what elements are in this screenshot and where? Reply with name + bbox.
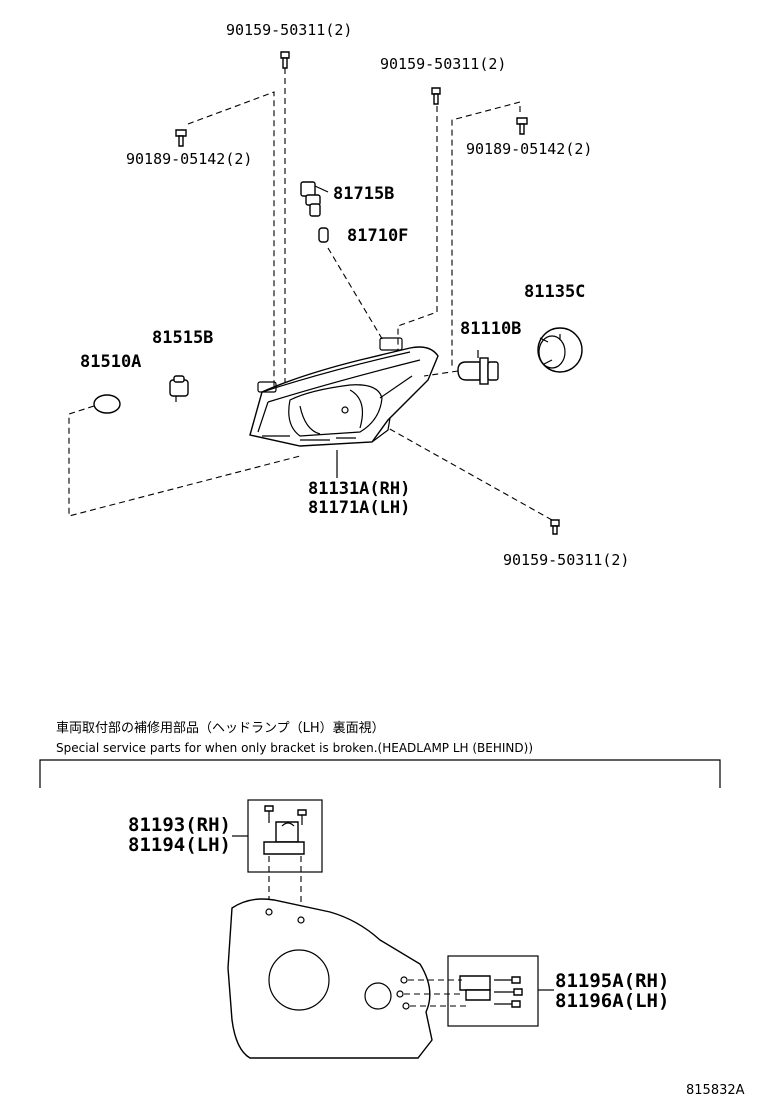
headlamp-back (227, 898, 433, 1059)
bulb-81510a (93, 394, 121, 414)
callout-bolt-top-left: 90159-50311(2) (226, 21, 353, 39)
leader-small-bulb (327, 247, 385, 343)
callout-bracket-side-rh: 81195A(RH) (555, 970, 670, 992)
side-bracket-box (447, 955, 539, 1027)
bolt-top-right (431, 87, 441, 105)
callout-headlamp-lh: 81171A(LH) (308, 498, 411, 518)
socket-81515b (169, 375, 189, 402)
screw-left (175, 129, 187, 147)
service-section-frame (39, 759, 721, 788)
side-bracket-part (459, 975, 523, 1008)
leader-bolt-top-right (397, 106, 438, 352)
callout-bulb-small: 81710F (347, 226, 409, 246)
screw-right (516, 117, 528, 135)
callout-bulb-main: 81110B (460, 319, 522, 339)
leader-side-bulb (68, 405, 301, 517)
bulb-81710f (318, 227, 329, 243)
leader-screw-right (451, 101, 521, 366)
bolt-bottom (550, 519, 560, 535)
leader-main-bulb (423, 370, 459, 377)
callout-bolt-bottom: 90159-50311(2) (503, 551, 630, 569)
cover-81135c (537, 327, 583, 373)
headlamp-assembly (249, 337, 439, 447)
callout-screw-left: 90189-05142(2) (126, 150, 253, 168)
figure-id: 815832A (686, 1083, 745, 1098)
callout-bulb-side: 81510A (80, 352, 142, 372)
callout-cover: 81135C (524, 282, 586, 302)
leader-screw-left (187, 91, 275, 388)
upper-bracket-part (263, 805, 307, 855)
callout-screw-right: 90189-05142(2) (466, 140, 593, 158)
callout-bracket-upper-rh: 81193(RH) (128, 814, 231, 836)
bulb-81110b (457, 350, 499, 385)
callout-bracket-upper-lh: 81194(LH) (128, 834, 231, 856)
leader-bolt-bottom (387, 427, 553, 521)
socket-81715b (300, 181, 329, 217)
callout-bracket-side-lh: 81196A(LH) (555, 990, 670, 1012)
callout-headlamp-rh: 81131A(RH) (308, 479, 411, 499)
service-title-jp: 車両取付部の補修用部品（ヘッドランプ（LH）裏面視） (56, 721, 385, 736)
callout-socket: 81715B (333, 184, 395, 204)
bolt-top-left (280, 51, 290, 69)
callout-bolt-top-right: 90159-50311(2) (380, 55, 507, 73)
callout-socket-side: 81515B (152, 328, 214, 348)
service-title-en: Special service parts for when only brac… (56, 741, 534, 755)
